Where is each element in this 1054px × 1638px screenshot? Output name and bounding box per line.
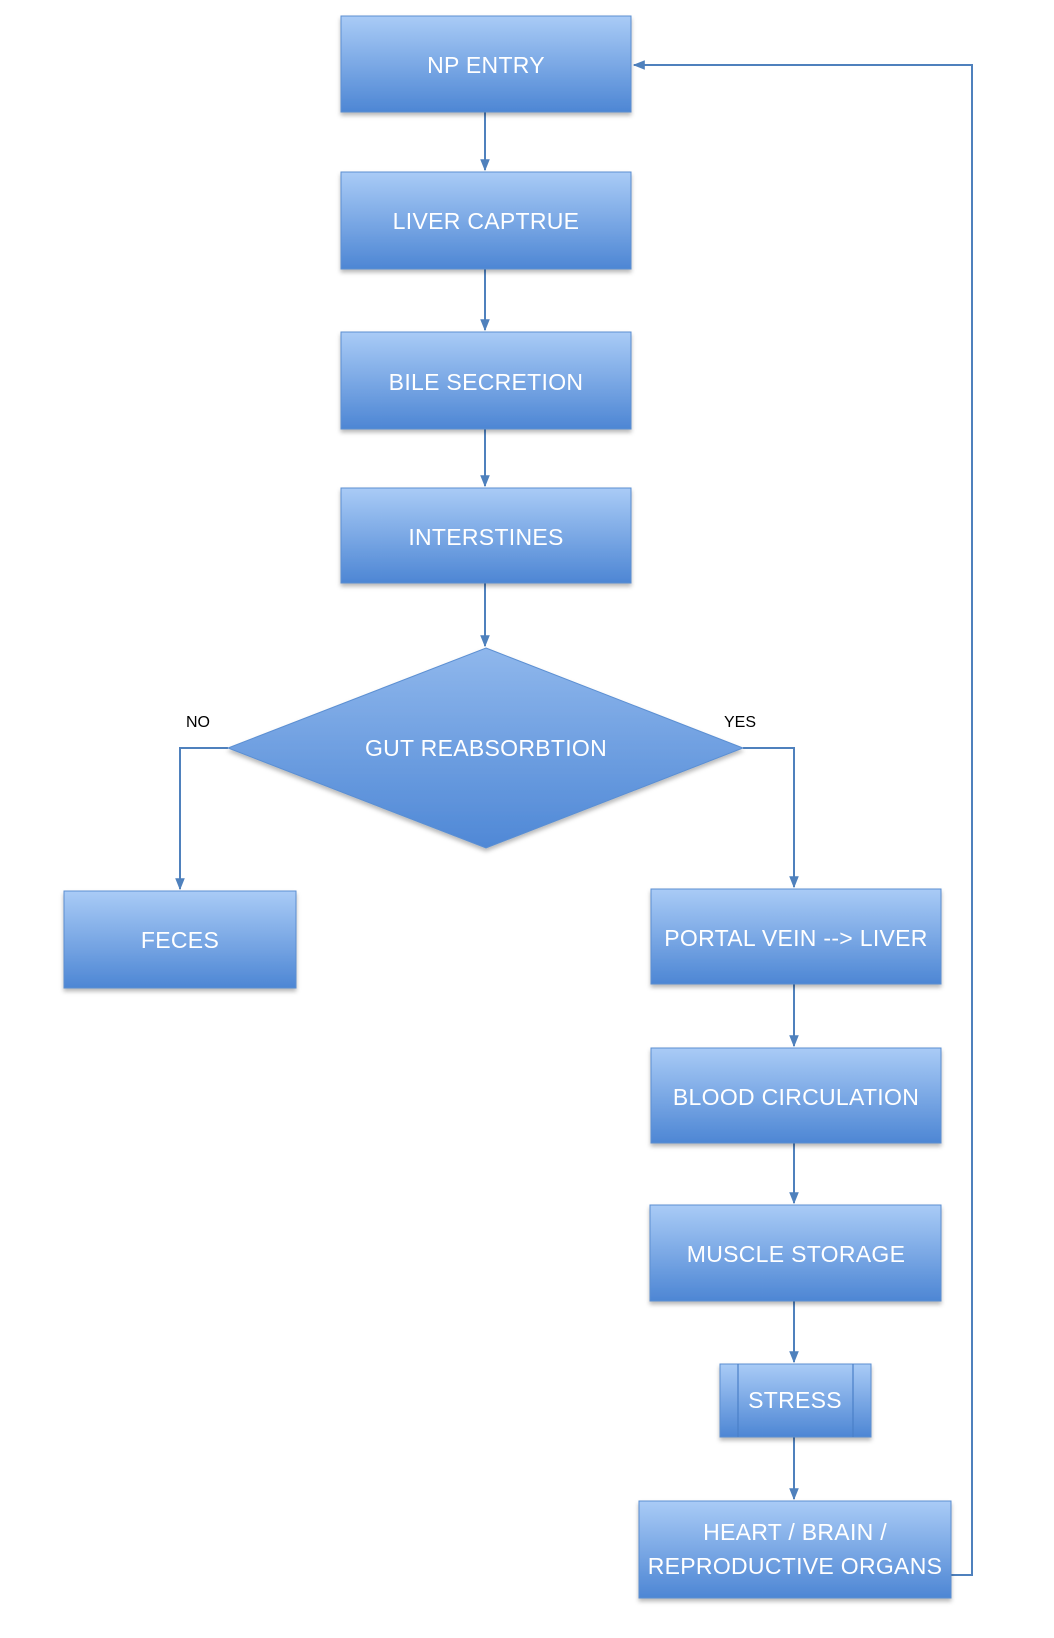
node-np-entry: NP ENTRY — [340, 15, 632, 113]
arrow-organs-to-entry — [632, 60, 973, 1576]
np-entry-label: NP ENTRY — [427, 52, 545, 78]
gut-reabsorption-diamond — [226, 647, 745, 849]
liver-capture-label: LIVER CAPTRUE — [393, 208, 580, 234]
arrow-gut-to-feces — [175, 747, 228, 891]
branch-no-label: NO — [186, 714, 210, 731]
bile-secretion-box — [340, 331, 632, 430]
blood-circulation-label: BLOOD CIRCULATION — [673, 1084, 919, 1110]
node-organs: HEART / BRAIN / REPRODUCTIVE ORGANS — [638, 1500, 952, 1599]
organs-box — [638, 1500, 952, 1599]
node-gut-reabsorption: GUT REABSORBTION — [226, 647, 745, 849]
node-feces: FECES — [63, 890, 297, 989]
branch-yes-label: YES — [724, 714, 756, 731]
feces-label: FECES — [141, 927, 219, 953]
stress-label: STRESS — [748, 1387, 842, 1413]
intestines-label: INTERSTINES — [408, 524, 563, 550]
node-muscle-storage: MUSCLE STORAGE — [649, 1204, 942, 1302]
feces-box — [63, 890, 297, 989]
liver-capture-box — [340, 171, 632, 270]
blood-circulation-box — [650, 1047, 942, 1144]
organs-label-line1: HEART / BRAIN / — [703, 1519, 887, 1545]
node-liver-capture: LIVER CAPTRUE — [340, 171, 632, 270]
node-stress: STRESS — [719, 1363, 872, 1438]
muscle-storage-label: MUSCLE STORAGE — [687, 1241, 906, 1267]
portal-vein-box — [650, 888, 942, 985]
intestines-box — [340, 487, 632, 584]
bile-secretion-label: BILE SECRETION — [389, 369, 584, 395]
np-entry-box — [340, 15, 632, 113]
arrow-gut-to-portal-vein — [743, 747, 799, 889]
connectors — [175, 60, 973, 1576]
gut-reabsorption-label: GUT REABSORBTION — [365, 735, 607, 761]
node-intestines: INTERSTINES — [340, 487, 632, 584]
node-portal-vein: PORTAL VEIN --> LIVER — [650, 888, 942, 985]
portal-vein-label: PORTAL VEIN --> LIVER — [664, 925, 927, 951]
stress-box — [719, 1363, 872, 1438]
organs-label-line2: REPRODUCTIVE ORGANS — [648, 1553, 943, 1579]
node-bile-secretion: BILE SECRETION — [340, 331, 632, 430]
node-blood-circulation: BLOOD CIRCULATION — [650, 1047, 942, 1144]
muscle-storage-box — [649, 1204, 942, 1302]
